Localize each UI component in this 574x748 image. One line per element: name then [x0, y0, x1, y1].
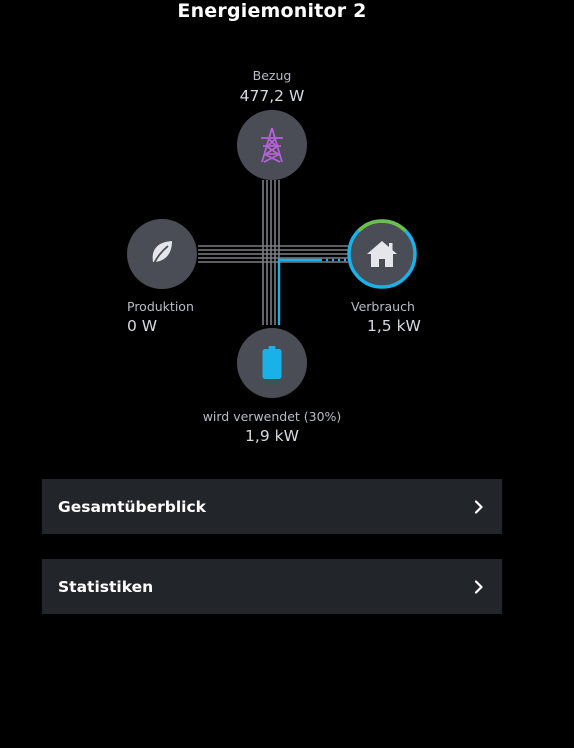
production-node[interactable] [127, 219, 197, 289]
statistics-card-label: Statistiken [58, 577, 154, 596]
consumption-node[interactable] [347, 219, 417, 289]
chevron-right-icon [474, 499, 483, 514]
consumption-label: Verbrauch [351, 299, 415, 314]
production-value: 0 W [127, 317, 158, 335]
chevron-right-icon [474, 579, 483, 594]
overview-card[interactable]: Gesamtüberblick [42, 479, 502, 534]
battery-label: wird verwendet (30%) [202, 409, 342, 424]
consumption-value: 1,5 kW [367, 317, 421, 335]
grid-label: Bezug [252, 68, 292, 83]
grid-value: 477,2 W [239, 87, 305, 105]
power-tower-icon [261, 127, 283, 163]
overview-card-label: Gesamtüberblick [58, 497, 206, 516]
battery-value: 1,9 kW [245, 427, 299, 445]
page-title: Energiemonitor 2 [177, 0, 367, 22]
statistics-card[interactable]: Statistiken [42, 559, 502, 614]
house-icon [367, 241, 397, 267]
battery-icon [262, 346, 282, 379]
battery-to-house-flow [277, 258, 322, 325]
leaf-icon [151, 241, 172, 269]
battery-node[interactable] [237, 328, 307, 398]
production-label: Produktion [127, 299, 194, 314]
grid-node[interactable] [237, 110, 307, 180]
